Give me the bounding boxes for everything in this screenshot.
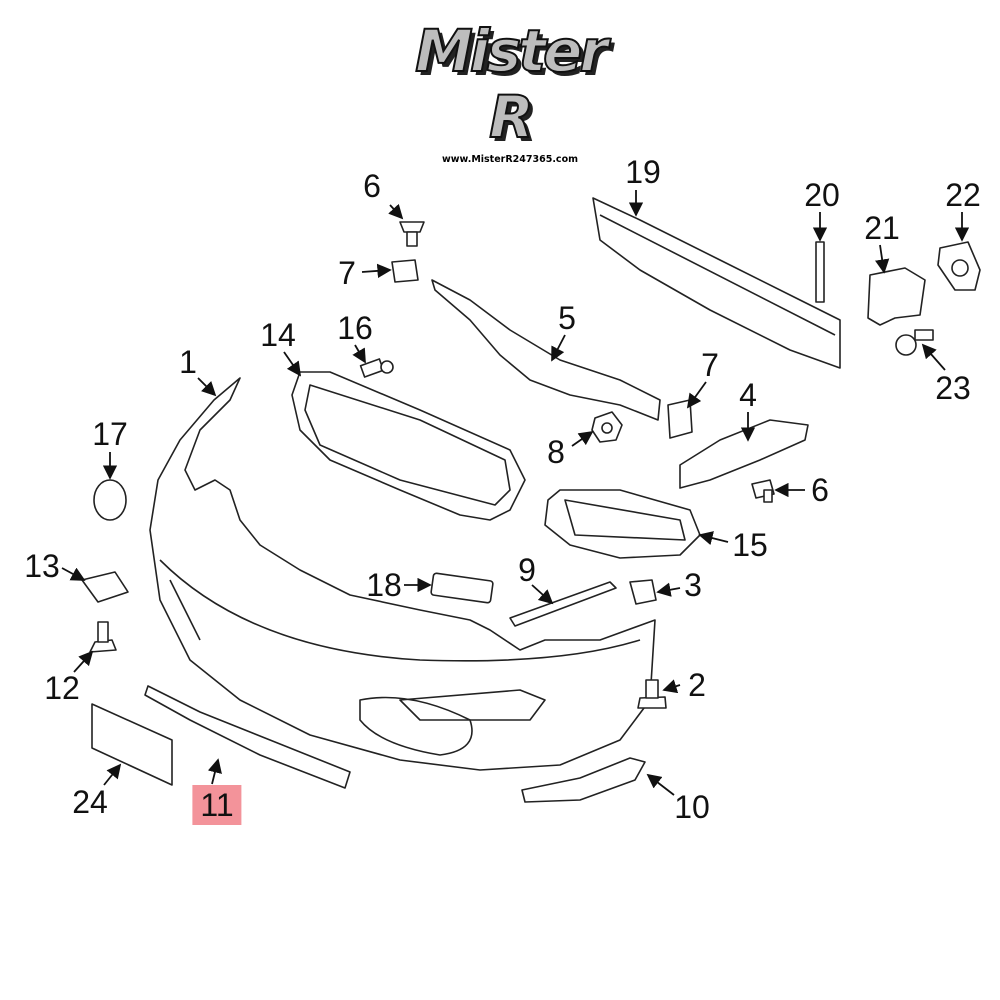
callout-6-right[interactable]: 6 [811, 472, 829, 508]
logo: Mister R www.MisterR247365.com [390, 17, 630, 165]
callout-19[interactable]: 19 [625, 154, 661, 190]
spoiler [521, 757, 646, 803]
logo-url: www.MisterR247365.com [441, 154, 578, 165]
callout-1[interactable]: 1 [179, 344, 197, 380]
callout-12[interactable]: 12 [44, 670, 80, 706]
callout-10[interactable]: 10 [674, 789, 710, 825]
callout-15[interactable]: 15 [732, 527, 768, 563]
center-grille [291, 371, 526, 521]
callout-2[interactable]: 2 [688, 667, 706, 703]
callout-20[interactable]: 20 [804, 177, 840, 213]
callout-8[interactable]: 8 [547, 434, 565, 470]
callout-18[interactable]: 18 [366, 567, 402, 603]
reinforcement [592, 197, 841, 369]
callout-22[interactable]: 22 [945, 177, 981, 213]
callout-5[interactable]: 5 [558, 300, 576, 336]
callout-17[interactable]: 17 [92, 416, 128, 452]
callout-11-highlighted[interactable]: 11 [192, 785, 242, 825]
callout-6-top[interactable]: 6 [363, 168, 381, 204]
callout-7-right[interactable]: 7 [701, 347, 719, 383]
side-grille [544, 489, 701, 559]
lower-grille-trim [144, 685, 351, 789]
bumper-cover [149, 377, 656, 771]
callout-16[interactable]: 16 [337, 310, 373, 346]
callout-23[interactable]: 23 [935, 370, 971, 406]
upper-support [431, 279, 661, 421]
callout-13[interactable]: 13 [24, 548, 60, 584]
callout-7-left[interactable]: 7 [338, 255, 356, 291]
callout-24[interactable]: 24 [72, 784, 108, 820]
bracket [679, 419, 809, 489]
callout-14[interactable]: 14 [260, 317, 296, 353]
license-bracket [91, 703, 173, 786]
logo-brand: Mister R [414, 17, 609, 151]
callout-21[interactable]: 21 [864, 210, 900, 246]
callout-9[interactable]: 9 [518, 552, 536, 588]
callout-4[interactable]: 4 [739, 377, 757, 413]
leader-lines [61, 190, 970, 796]
callout-3[interactable]: 3 [684, 567, 702, 603]
